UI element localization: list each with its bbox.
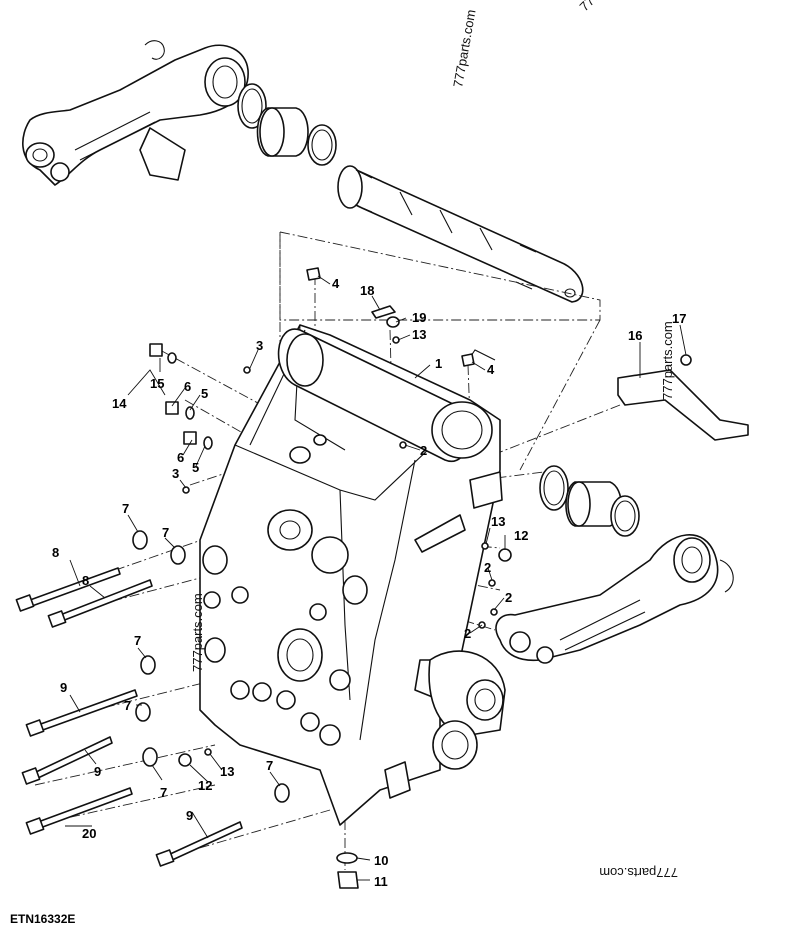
callout-8a: 8 xyxy=(52,545,59,560)
callout-7e: 7 xyxy=(160,785,167,800)
watermark-right: 777parts.com xyxy=(660,321,675,400)
figure-code: ETN16332E xyxy=(10,912,75,926)
upper-left-lift-arm xyxy=(22,40,249,186)
callout-7b: 7 xyxy=(162,525,169,540)
callout-14: 14 xyxy=(112,396,127,411)
callout-1: 1 xyxy=(435,356,442,371)
callout-12b: 12 xyxy=(198,778,212,793)
callout-labels: 1 2 2 2 2 3 3 4 4 5 5 6 6 7 7 7 7 7 7 8 … xyxy=(52,276,686,889)
callout-3b: 3 xyxy=(172,466,179,481)
callout-7a: 7 xyxy=(122,501,129,516)
callout-5b: 5 xyxy=(192,460,199,475)
callout-4b: 4 xyxy=(487,362,495,377)
callout-6b: 6 xyxy=(177,450,184,465)
callout-12a: 12 xyxy=(514,528,528,543)
callout-17: 17 xyxy=(672,311,686,326)
callout-6a: 6 xyxy=(184,379,191,394)
callout-20: 20 xyxy=(82,826,96,841)
callout-13a: 13 xyxy=(412,327,426,342)
callout-16: 16 xyxy=(628,328,642,343)
callout-2d: 2 xyxy=(464,626,471,641)
watermark-housing: 777parts.com xyxy=(190,593,205,672)
callout-3a: 3 xyxy=(256,338,263,353)
lower-bushing-set xyxy=(539,465,734,593)
callout-19: 19 xyxy=(412,310,426,325)
callout-18: 18 xyxy=(360,283,374,298)
callout-7c: 7 xyxy=(134,633,141,648)
callout-7d: 7 xyxy=(124,698,131,713)
callout-2a: 2 xyxy=(420,443,427,458)
callout-13b: 13 xyxy=(491,514,505,529)
callout-10: 10 xyxy=(374,853,388,868)
callout-9a: 9 xyxy=(60,680,67,695)
watermark-bottom: 777parts.com xyxy=(599,865,678,880)
callout-7f: 7 xyxy=(266,758,273,773)
callout-2b: 2 xyxy=(484,560,491,575)
callout-15: 15 xyxy=(150,376,164,391)
callout-9b: 9 xyxy=(94,764,101,779)
callout-11: 11 xyxy=(374,874,388,889)
watermark-top-corner: 777parts.com xyxy=(577,0,643,14)
callout-8b: 8 xyxy=(82,573,89,588)
callout-9c: 9 xyxy=(186,808,193,823)
lower-right-lift-arm xyxy=(495,534,719,664)
main-housing xyxy=(199,324,506,826)
watermark-top: 777parts.com xyxy=(450,8,478,88)
cover-plate xyxy=(617,369,749,441)
callout-13c: 13 xyxy=(220,764,234,779)
callout-5a: 5 xyxy=(201,386,208,401)
fasteners xyxy=(15,267,692,889)
upper-bushing-set xyxy=(237,83,337,166)
splined-shaft xyxy=(337,165,584,303)
leader-lines xyxy=(65,275,687,881)
callout-4a: 4 xyxy=(332,276,340,291)
callout-2c: 2 xyxy=(505,590,512,605)
side-bracket xyxy=(414,514,466,553)
